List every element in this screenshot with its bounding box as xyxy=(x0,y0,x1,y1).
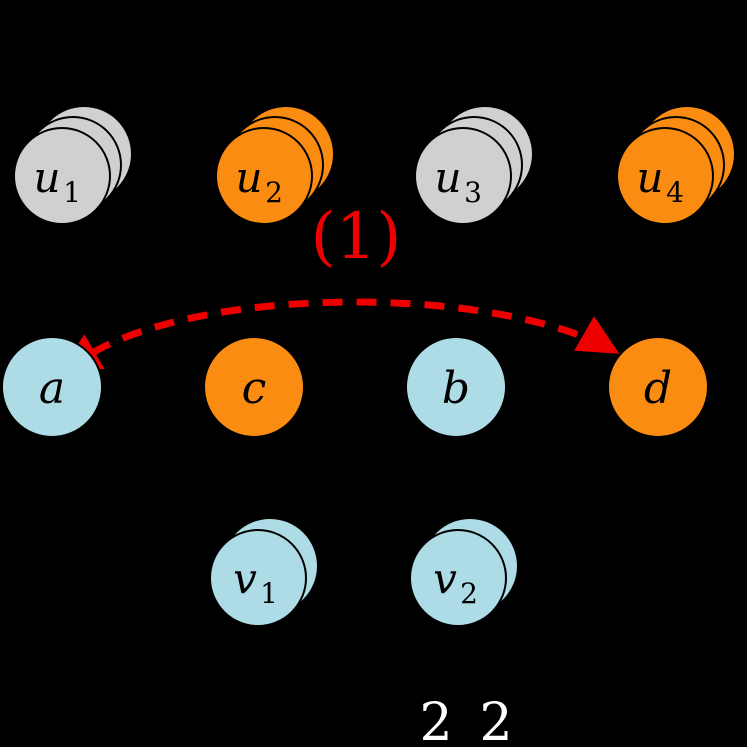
row-u-nodes: u 1 u 2 u 3 u 4 xyxy=(13,105,736,225)
node-u2-label: u xyxy=(235,153,262,202)
node-u4[interactable]: u 4 xyxy=(616,105,736,225)
edge-a-d[interactable]: (1) xyxy=(59,200,620,372)
node-u2-subscript: 2 xyxy=(265,176,283,209)
node-u4-label: u xyxy=(636,153,663,202)
node-a-circle xyxy=(1,336,103,438)
node-u3-subscript: 3 xyxy=(464,176,482,209)
node-v1[interactable]: v 1 xyxy=(209,517,319,627)
node-v1-label: v xyxy=(233,554,257,603)
footer-counts: 2 2 xyxy=(419,693,512,747)
footer-count-2: 2 xyxy=(479,693,512,747)
footer-count-1: 2 xyxy=(419,693,452,747)
node-a[interactable]: a xyxy=(1,336,103,438)
node-u2-stack-layer-1 xyxy=(215,127,313,225)
node-c-label: c xyxy=(242,363,267,414)
node-v1-stack-layer-1 xyxy=(209,529,307,627)
edge-a-d-path xyxy=(59,298,620,372)
node-b-circle xyxy=(405,336,507,438)
node-a-label: a xyxy=(39,363,65,414)
node-c-circle xyxy=(203,336,305,438)
node-v2[interactable]: v 2 xyxy=(409,517,519,627)
node-u4-subscript: 4 xyxy=(666,176,684,209)
node-v2-subscript: 2 xyxy=(460,577,478,610)
node-u3-stack-layer-1 xyxy=(414,127,512,225)
node-v2-label: v xyxy=(433,554,457,603)
node-u4-stack-layer-1 xyxy=(616,127,714,225)
node-c[interactable]: c xyxy=(203,336,305,438)
node-d[interactable]: d xyxy=(607,336,709,438)
node-u3-label: u xyxy=(434,153,461,202)
node-d-circle xyxy=(607,336,709,438)
node-d-label: d xyxy=(644,363,672,414)
node-b-label: b xyxy=(442,363,470,414)
row-v-nodes: v 1 v 2 xyxy=(209,517,519,627)
node-u1-stack-layer-1 xyxy=(13,127,111,225)
node-u1-subscript: 1 xyxy=(63,176,81,209)
edge-a-d-label: (1) xyxy=(311,200,402,274)
node-u1-label: u xyxy=(33,153,60,202)
row-abcd-nodes: a c b d xyxy=(1,336,709,438)
node-v1-subscript: 1 xyxy=(260,577,278,610)
node-b[interactable]: b xyxy=(405,336,507,438)
node-v2-stack-layer-1 xyxy=(409,529,507,627)
node-u1[interactable]: u 1 xyxy=(13,105,133,225)
node-u3[interactable]: u 3 xyxy=(414,105,534,225)
node-u2[interactable]: u 2 xyxy=(215,105,335,225)
